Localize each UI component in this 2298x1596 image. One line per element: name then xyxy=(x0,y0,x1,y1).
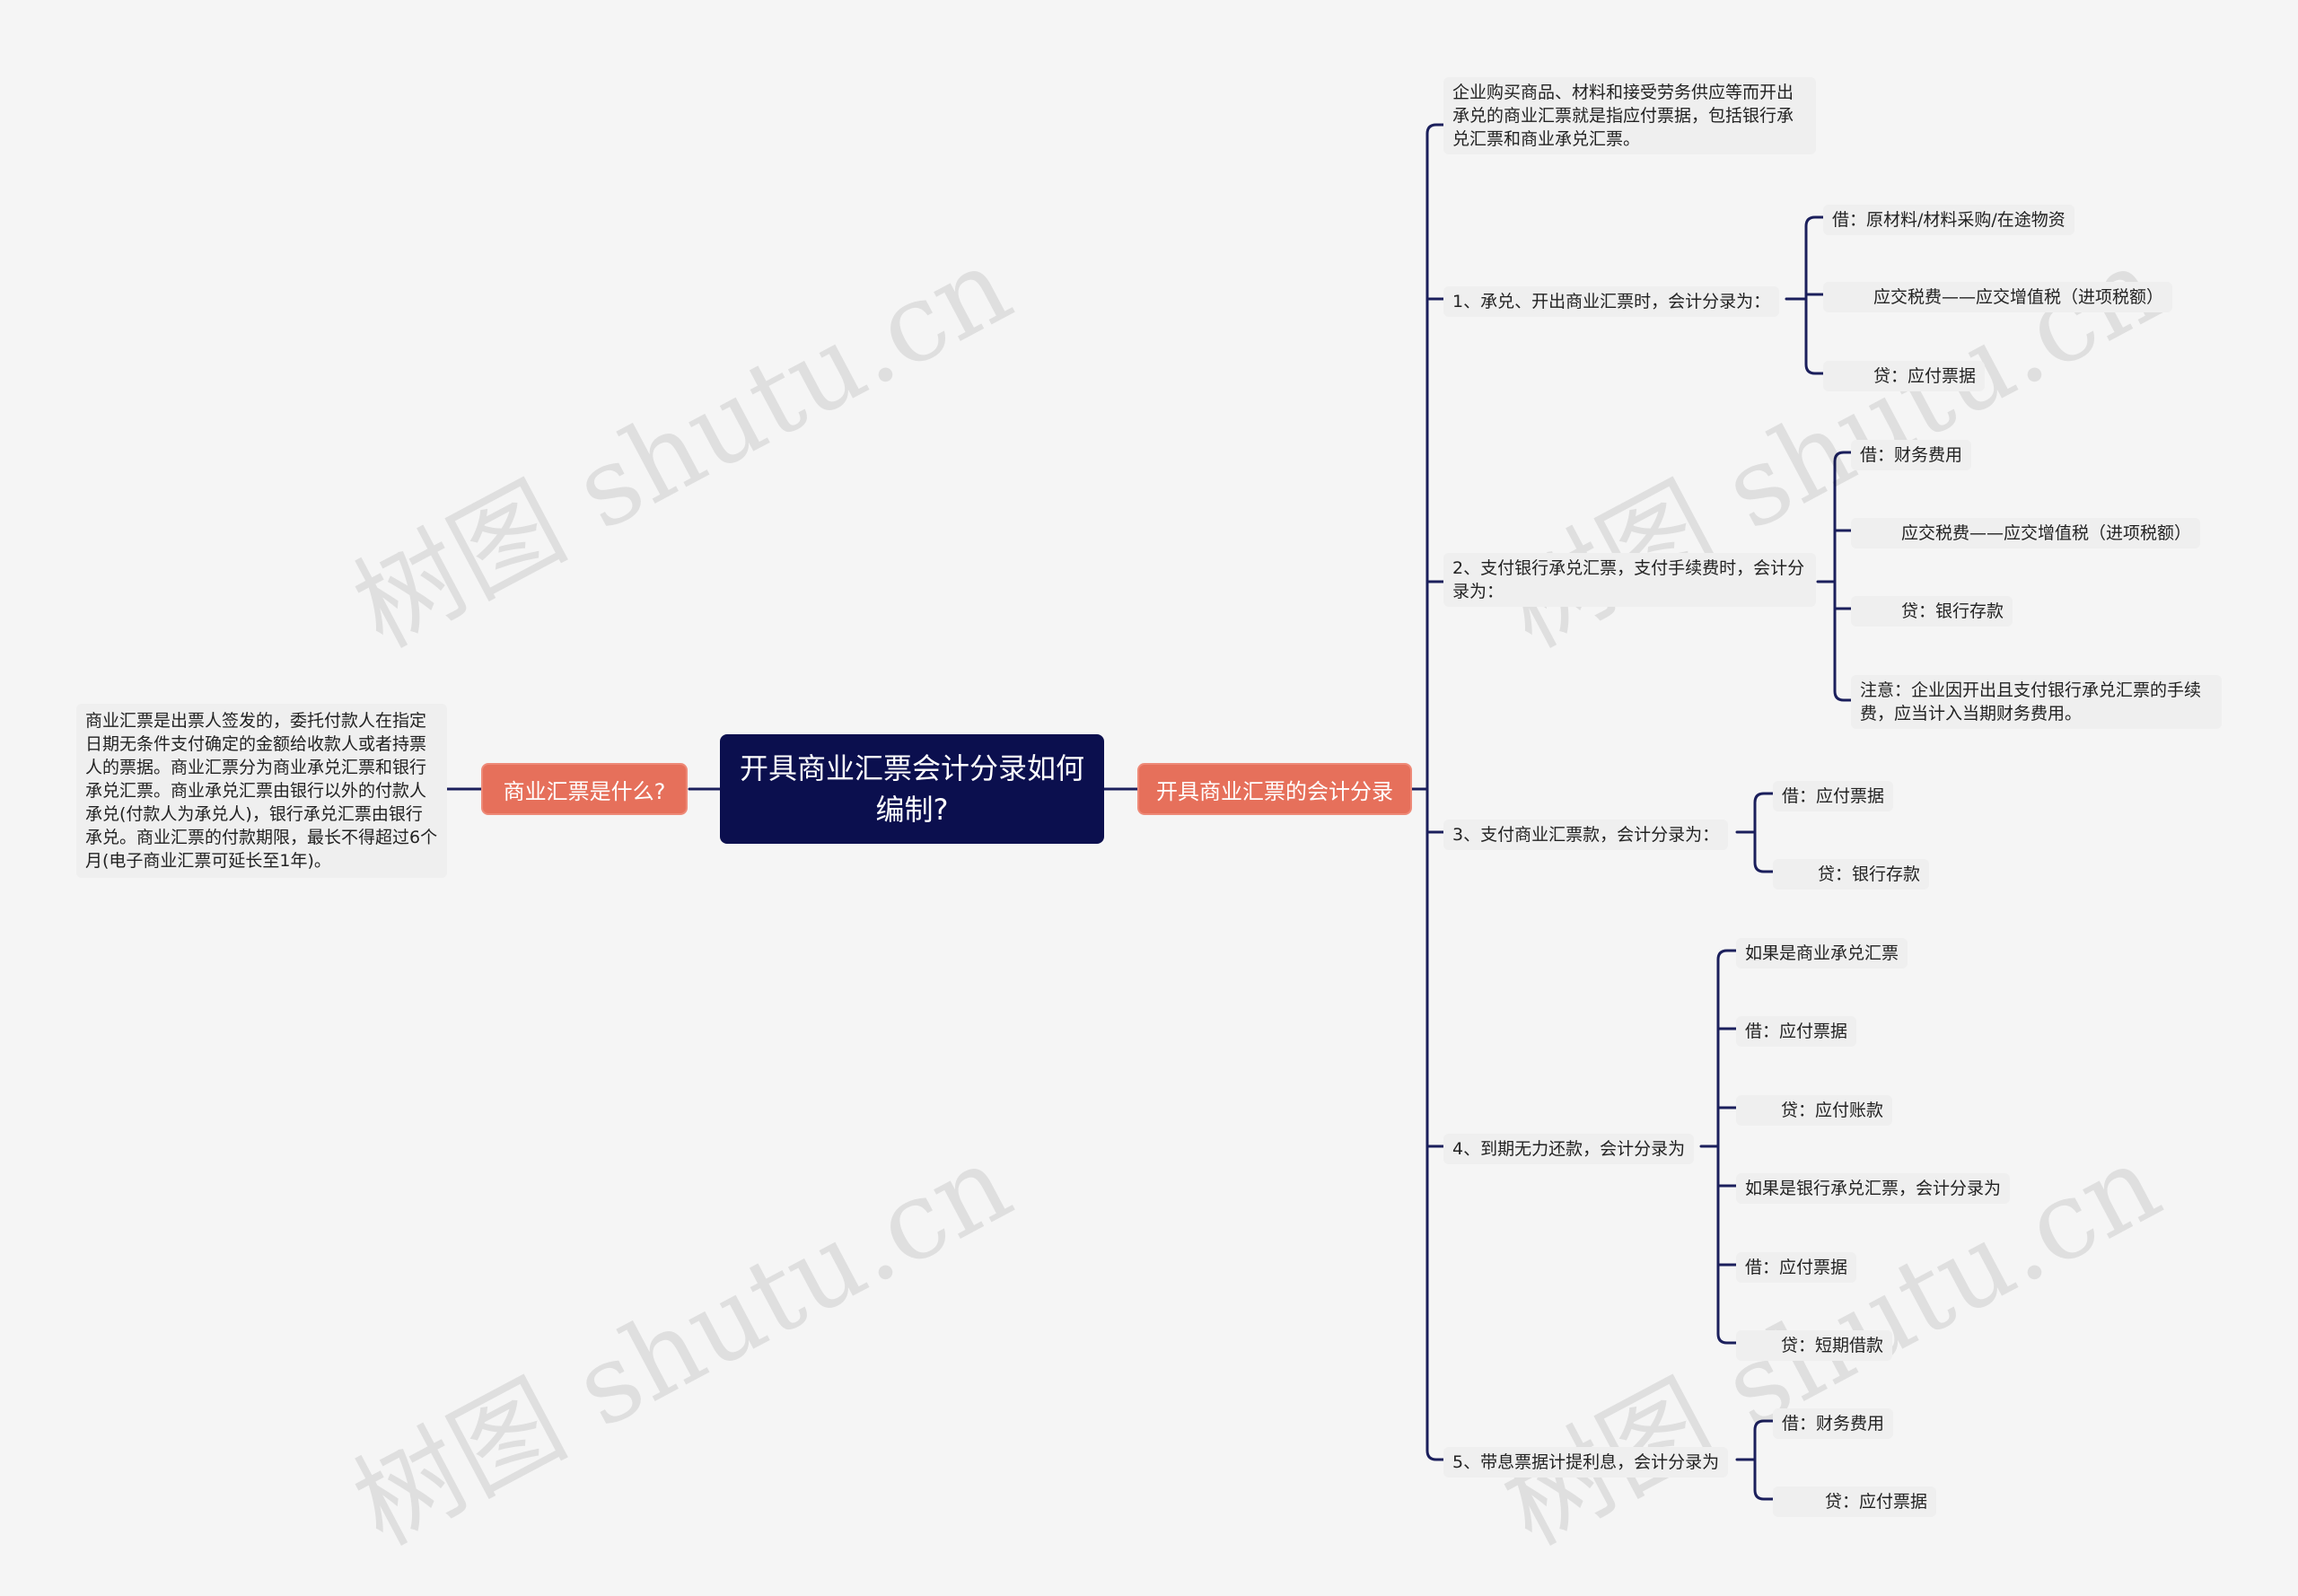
step-4-entry[interactable]: 借：应付票据 xyxy=(1736,1252,1857,1283)
connector-line xyxy=(1753,792,1775,834)
step-3-entry[interactable]: 借：应付票据 xyxy=(1773,781,1894,811)
step-2-entry[interactable]: 应交税费——应交增值税（进项税额） xyxy=(1851,518,2201,548)
step-4-entry[interactable]: 贷：应付账款 xyxy=(1736,1095,1893,1126)
step-1-entry[interactable]: 贷：应付票据 xyxy=(1823,361,1986,391)
step-5-label[interactable]: 5、带息票据计提利息，会计分录为 xyxy=(1443,1447,1729,1478)
definition-text[interactable]: 商业汇票是出票人签发的，委托付款人在指定日期无条件支付确定的金额给收款人或者持票… xyxy=(76,704,447,878)
step-5-entry[interactable]: 贷：应付票据 xyxy=(1773,1486,1937,1517)
connector-line xyxy=(1833,580,1853,702)
step-2-label[interactable]: 2、支付银行承兑汇票，支付手续费时，会计分录为： xyxy=(1443,553,1816,607)
step-3-label[interactable]: 3、支付商业汇票款，会计分录为： xyxy=(1443,820,1729,850)
step-4-entry[interactable]: 借：应付票据 xyxy=(1736,1016,1857,1047)
step-5-entry[interactable]: 借：财务费用 xyxy=(1773,1408,1894,1439)
intro-note[interactable]: 企业购买商品、材料和接受劳务供应等而开出承兑的商业汇票就是指应付票据，包括银行承… xyxy=(1443,77,1816,154)
step-3-entry[interactable]: 贷：银行存款 xyxy=(1773,859,1930,890)
step-2-entry[interactable]: 借：财务费用 xyxy=(1851,440,1972,470)
connector-line xyxy=(1425,787,1445,1461)
step-1-entry[interactable]: 应交税费——应交增值税（进项税额） xyxy=(1823,282,2173,312)
connector-line xyxy=(1425,123,1445,791)
connector-line xyxy=(1833,451,1853,583)
connector-line xyxy=(1716,949,1738,1148)
step-4-entry[interactable]: 如果是银行承兑汇票，会计分录为 xyxy=(1736,1173,2011,1204)
root-topic[interactable]: 开具商业汇票会计分录如何编制? xyxy=(720,734,1104,844)
step-4-entry[interactable]: 如果是商业承兑汇票 xyxy=(1736,938,1908,969)
branch-accounting-entries[interactable]: 开具商业汇票的会计分录 xyxy=(1137,763,1412,815)
step-4-label[interactable]: 4、到期无力还款，会计分录为 xyxy=(1443,1134,1695,1164)
connector-line xyxy=(1804,215,1825,301)
connector-line xyxy=(1753,1419,1775,1461)
step-2-entry[interactable]: 贷：银行存款 xyxy=(1851,596,2013,627)
connector-line xyxy=(1716,1144,1738,1345)
step-2-note[interactable]: 注意：企业因开出且支付银行承兑汇票的手续费，应当计入当期财务费用。 xyxy=(1851,675,2222,729)
connector-line xyxy=(1753,1458,1775,1501)
connector-line xyxy=(1804,297,1825,375)
step-1-label[interactable]: 1、承兑、开出商业汇票时，会计分录为： xyxy=(1443,286,1780,317)
step-1-entry[interactable]: 借：原材料/材料采购/在途物资 xyxy=(1823,205,2074,235)
step-4-entry[interactable]: 贷：短期借款 xyxy=(1736,1330,1893,1361)
connector-line xyxy=(1753,830,1775,873)
branch-what-is-commercial-draft[interactable]: 商业汇票是什么? xyxy=(481,763,688,815)
